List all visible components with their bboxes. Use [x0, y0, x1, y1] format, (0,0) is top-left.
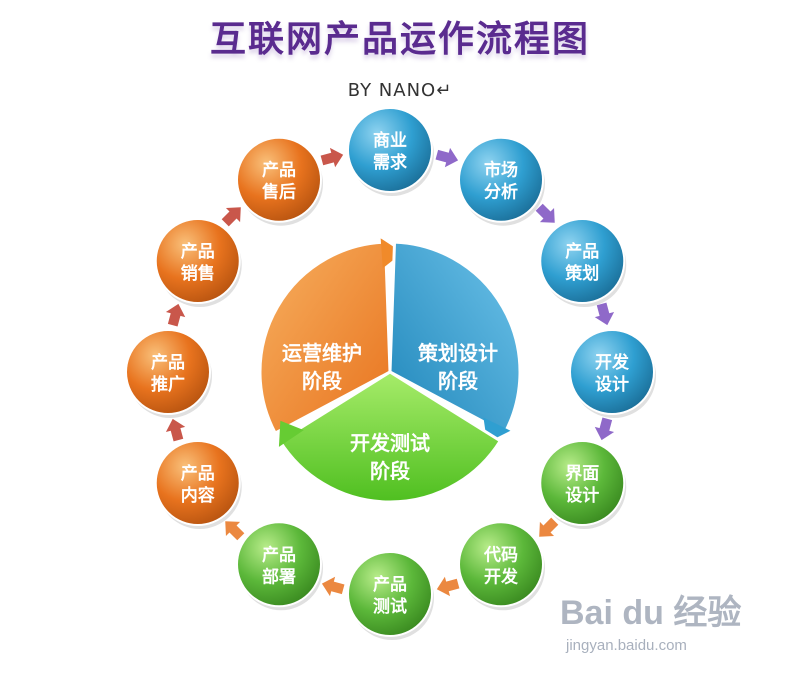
node-label-2: 策划 [565, 263, 599, 284]
connector-arrows [165, 147, 615, 597]
flow-arrow-3 [594, 302, 615, 326]
baidu-watermark: Bai du 经验 jingyan.baidu.com [560, 585, 790, 675]
node-label-1: 产品 [181, 463, 215, 484]
node-label-1: 开发 [595, 352, 630, 373]
phase-dev-label-2: 阶段 [370, 459, 410, 483]
node-label-2: 部署 [262, 566, 296, 587]
phase-plan-label-2: 阶段 [438, 369, 478, 393]
node-circle [125, 329, 211, 415]
node-label-1: 产品 [262, 544, 296, 565]
phase-plan-label-1: 策划设计 [418, 341, 498, 365]
byline: BY NANO↵ [347, 80, 453, 101]
flow-arrow-7 [321, 576, 345, 597]
flow-arrow-1 [435, 147, 459, 168]
flow-arrow-11 [221, 207, 241, 227]
node-label-1: 产品 [181, 241, 215, 262]
node-circle [236, 521, 322, 608]
node-label-2: 内容 [181, 485, 215, 506]
node-label-2: 测试 [373, 596, 407, 617]
node-circle [154, 218, 241, 304]
node-label-2: 销售 [181, 263, 215, 284]
step-nodes: 商业需求市场分析产品策划开发设计界面设计代码开发产品测试产品部署产品内容产品推广… [125, 107, 656, 640]
watermark-logo: Bai du 经验 [560, 594, 742, 632]
node-label-2: 推广 [151, 374, 185, 395]
flow-arrow-9 [165, 418, 186, 442]
node-circle [347, 107, 433, 193]
node-label-2: 开发 [484, 566, 519, 587]
node-label-1: 商业 [373, 130, 407, 151]
node-circle [539, 218, 626, 304]
flow-arrow-4 [594, 417, 615, 441]
phase-ops-label-1: 运营维护 [282, 341, 362, 365]
node-label-1: 代码 [483, 544, 518, 565]
flow-arrow-10 [165, 303, 186, 327]
flow-arrow-12 [320, 147, 344, 168]
node-label-2: 设计 [595, 374, 629, 395]
node-circle [154, 440, 241, 526]
node-label-1: 产品 [151, 352, 185, 373]
node-label-1: 产品 [373, 574, 407, 595]
node-label-2: 需求 [373, 152, 407, 173]
node-label-2: 售后 [262, 182, 296, 203]
watermark-url: jingyan.baidu.com [566, 637, 687, 654]
flow-arrow-2 [535, 203, 555, 223]
node-label-1: 产品 [262, 160, 296, 181]
flow-arrow-5 [539, 517, 559, 537]
phase-ops-wedge [258, 240, 392, 436]
node-circle [458, 521, 544, 608]
node-circle [458, 136, 544, 223]
node-circle [569, 329, 655, 415]
phase-dev-label-1: 开发测试 [350, 431, 430, 455]
node-label-1: 市场 [484, 160, 518, 181]
phase-plan-wedge [388, 240, 522, 436]
phase-dev-wedge [277, 370, 503, 504]
node-label-1: 产品 [565, 241, 599, 262]
phase-ops-arrowhead [380, 238, 403, 269]
phase-ops-label-2: 阶段 [302, 369, 342, 393]
node-circle [236, 136, 322, 223]
diagram-title: 互联网产品运作流程图 [209, 19, 590, 60]
flow-arrow-6 [436, 576, 460, 597]
phase-dev-arrowhead [278, 420, 304, 447]
node-circle [539, 440, 626, 526]
node-label-2: 设计 [565, 485, 599, 506]
node-label-2: 分析 [484, 182, 518, 203]
node-label-1: 界面 [565, 464, 599, 484]
flow-arrow-8 [225, 521, 245, 541]
node-circle [347, 551, 433, 637]
